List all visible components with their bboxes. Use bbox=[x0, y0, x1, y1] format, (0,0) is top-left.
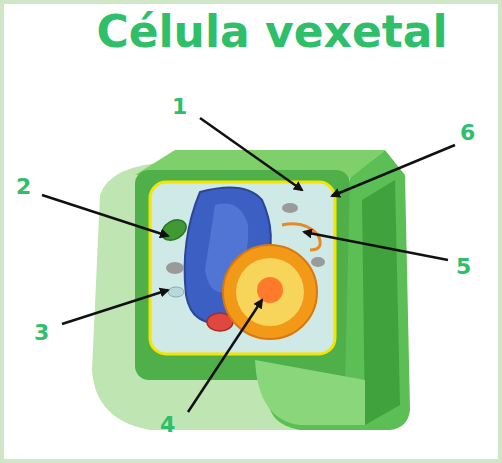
callout-number: 2 bbox=[16, 176, 31, 198]
callout-number: 5 bbox=[456, 256, 471, 278]
callout-number: 4 bbox=[160, 414, 175, 436]
callout-number: 1 bbox=[172, 96, 187, 118]
diagram-title: Célula vexetal bbox=[96, 10, 447, 54]
callout-number: 6 bbox=[460, 122, 475, 144]
callout-number: 3 bbox=[34, 322, 49, 344]
leader-lines bbox=[42, 118, 455, 412]
